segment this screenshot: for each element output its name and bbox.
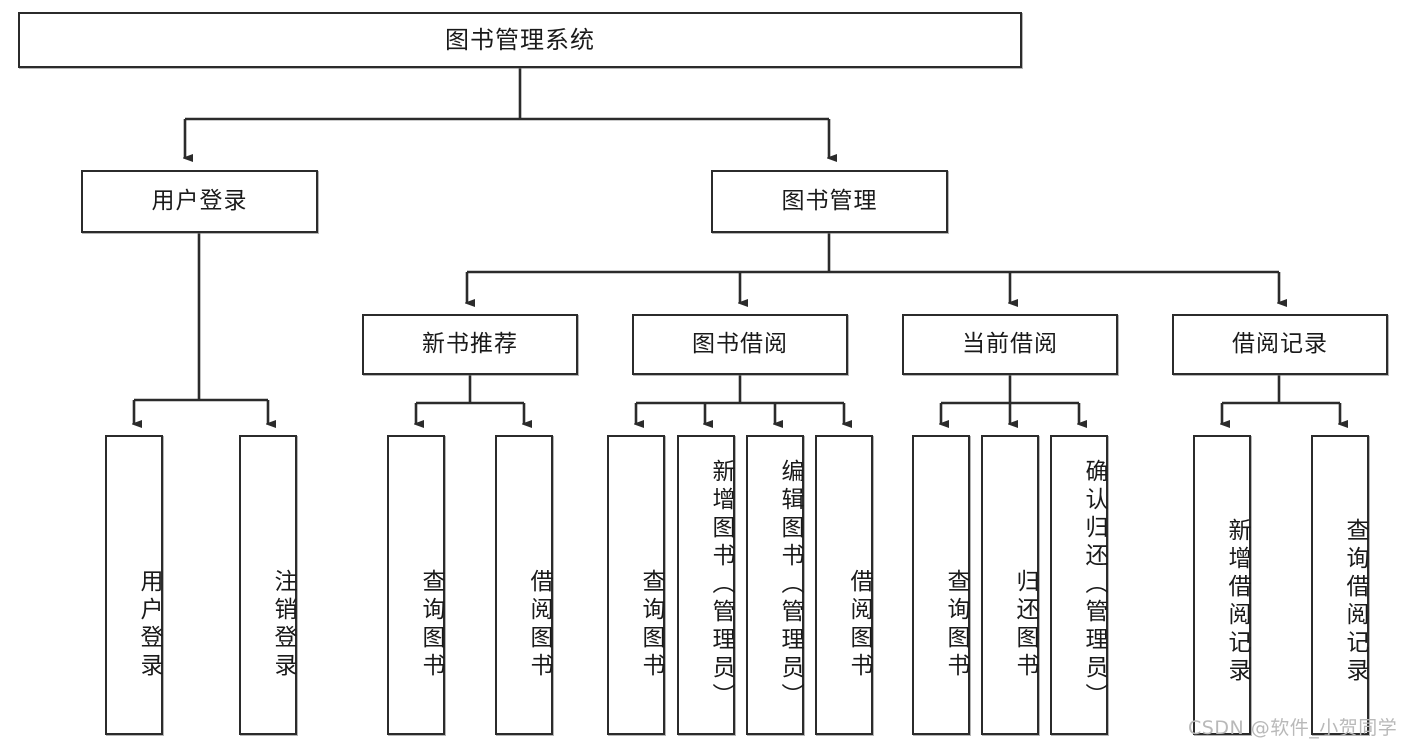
leaf-confirm-return-admin[interactable]: 确认归还（管理员） [1050, 435, 1108, 735]
node-label: 查询图书 [943, 569, 969, 681]
leaf-query-book-recommend[interactable]: 查询图书 [387, 435, 445, 735]
node-label: 借阅图书 [846, 569, 872, 681]
node-label: 图书借阅 [692, 330, 788, 357]
leaf-user-login[interactable]: 用户登录 [105, 435, 163, 735]
node-user-login[interactable]: 用户登录 [81, 170, 318, 233]
node-current-borrow[interactable]: 当前借阅 [902, 314, 1118, 375]
leaf-query-book-current[interactable]: 查询图书 [912, 435, 970, 735]
leaf-query-borrow-record[interactable]: 查询借阅记录 [1311, 435, 1369, 735]
leaf-logout-login[interactable]: 注销登录 [239, 435, 297, 735]
node-label: 用户登录 [136, 569, 162, 681]
node-label: 借阅记录 [1232, 330, 1328, 357]
node-label: 注销登录 [270, 569, 296, 681]
leaf-add-borrow-record[interactable]: 新增借阅记录 [1193, 435, 1251, 735]
node-label: 借阅图书 [526, 569, 552, 681]
node-label: 编辑图书（管理员） [777, 459, 803, 711]
node-label: 新增图书（管理员） [708, 459, 734, 711]
node-label: 查询借阅记录 [1342, 518, 1368, 686]
node-borrow-record[interactable]: 借阅记录 [1172, 314, 1388, 375]
node-label: 图书管理系统 [445, 25, 595, 54]
leaf-borrow-book-recommend[interactable]: 借阅图书 [495, 435, 553, 735]
node-label: 查询图书 [418, 569, 444, 681]
leaf-query-book-borrow[interactable]: 查询图书 [607, 435, 665, 735]
leaf-add-book-admin[interactable]: 新增图书（管理员） [677, 435, 735, 735]
node-label: 查询图书 [638, 569, 664, 681]
csdn-watermark: CSDN @软件_小贺同学 [1188, 717, 1398, 739]
leaf-edit-book-admin[interactable]: 编辑图书（管理员） [746, 435, 804, 735]
node-label: 用户登录 [151, 187, 248, 214]
node-label: 图书管理 [781, 187, 878, 214]
node-label: 确认归还（管理员） [1081, 459, 1107, 711]
node-label: 当前借阅 [962, 330, 1058, 357]
leaf-borrow-book[interactable]: 借阅图书 [815, 435, 873, 735]
node-label: 新书推荐 [422, 330, 518, 357]
node-new-book-recommend[interactable]: 新书推荐 [362, 314, 578, 375]
node-book-borrow[interactable]: 图书借阅 [632, 314, 848, 375]
node-book-management-system[interactable]: 图书管理系统 [18, 12, 1022, 68]
node-label: 新增借阅记录 [1224, 518, 1250, 686]
leaf-return-book[interactable]: 归还图书 [981, 435, 1039, 735]
node-book-management[interactable]: 图书管理 [711, 170, 948, 233]
node-label: 归还图书 [1012, 569, 1038, 681]
